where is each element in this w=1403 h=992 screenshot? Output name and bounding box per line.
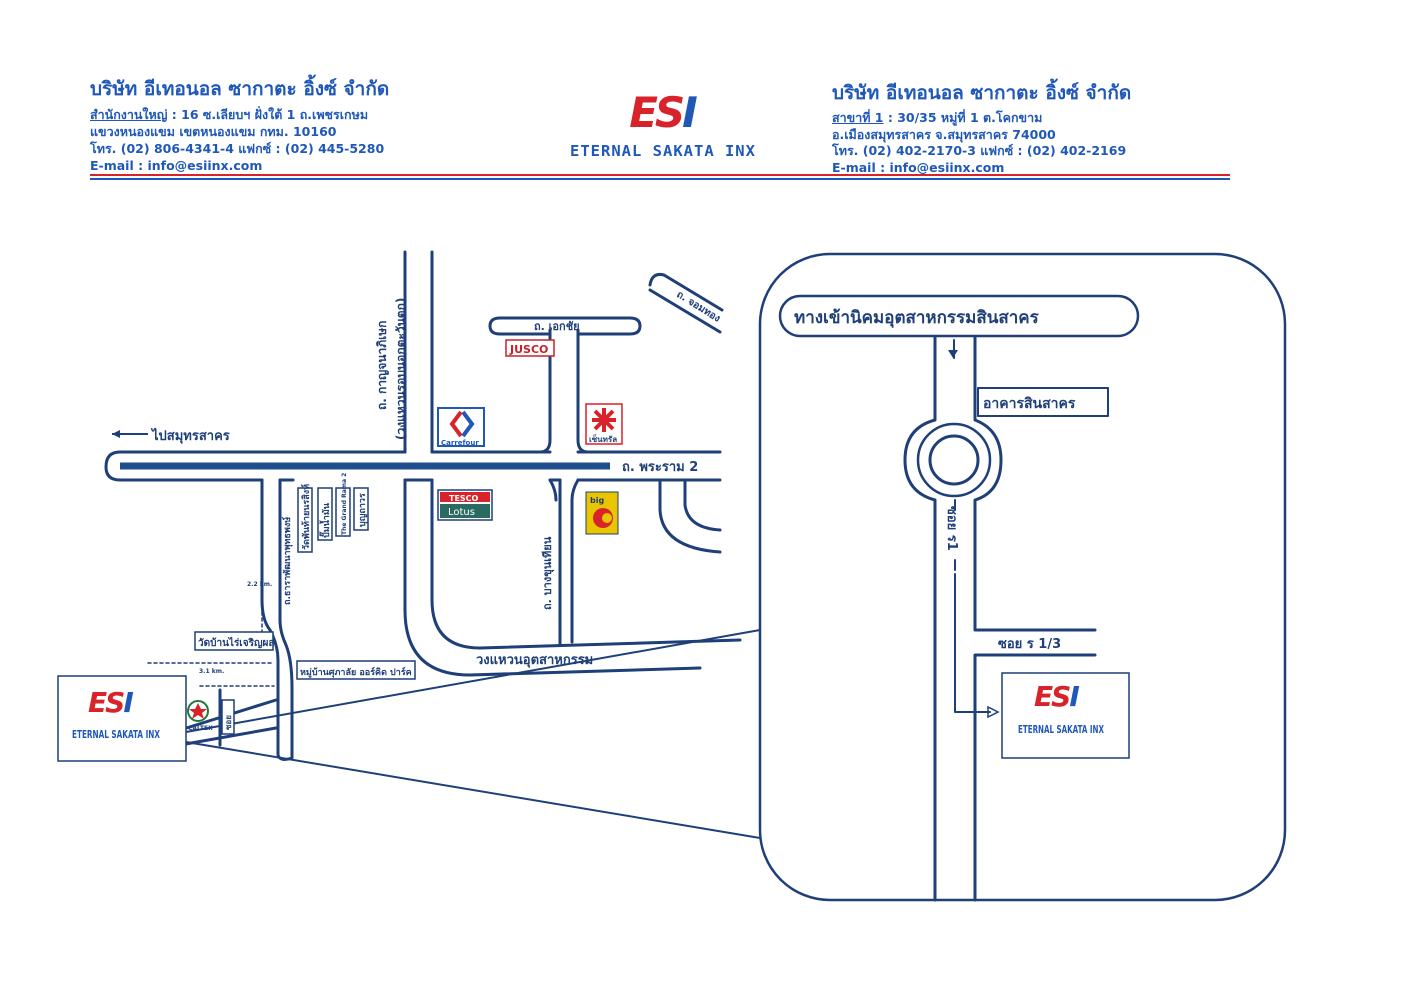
logo-company-text: ETERNAL SAKATA INX — [570, 142, 756, 160]
map-esi-mark: ESI — [88, 686, 133, 719]
inset-entrance-road — [903, 336, 1097, 902]
wat-label-frame — [297, 487, 313, 553]
inset-soi-r1-label: ซอย ร1 — [944, 506, 959, 551]
wat-name-label: วัดพันท้ายนรสิงห์ — [300, 484, 312, 550]
inset-entrance-frame — [778, 294, 1140, 338]
jusco-logo — [505, 339, 555, 357]
lotus-label: Lotus — [448, 507, 475, 518]
wat-soi-road — [260, 478, 294, 761]
header-left: บริษัท อีเทอนอล ซากาตะ อิ้งซ์ จำกัด สำนั… — [90, 74, 389, 174]
grand-rama-label: The Grand Rama 2 — [341, 473, 348, 535]
temple2-label: บุญถาวร — [358, 493, 368, 527]
address-line: อ.เมืองสมุทรสาคร จ.สมุทรสาคร 74000 — [832, 126, 1056, 142]
header-rule-red — [90, 174, 1230, 176]
temple2-frame — [353, 487, 369, 531]
office-label: สำนักงานใหญ่ — [90, 107, 168, 122]
jusco-label: JUSCO — [509, 343, 548, 356]
central-label: เซ็นทรัล — [589, 433, 617, 444]
map-company-box — [57, 675, 187, 762]
soi-small-frame — [221, 699, 235, 735]
industrial-ring-road — [403, 478, 742, 677]
inset-pointer-arrow — [987, 705, 1000, 719]
market-label: ปั๊มน้ำมัน — [319, 502, 332, 538]
to-samut-sakhon-label: ไปสมุทรสาคร — [150, 427, 230, 444]
village-frame — [296, 660, 416, 680]
distance-3-1-label: 3.1 km. — [199, 668, 224, 675]
market-label-frame — [317, 487, 333, 541]
distance-3-1-marker — [147, 662, 275, 687]
soi-r1-centerline — [954, 499, 991, 713]
big-c-label: big — [590, 496, 604, 505]
header-right: บริษัท อีเทอนอล ซากาตะ อิ้งซ์ จำกัด สาขา… — [832, 78, 1131, 176]
phone-line: โทร. (02) 806-4341-4 แฟกซ์ : (02) 445-52… — [90, 141, 385, 156]
industrial-ring-label: วงแหวนอุตสาหกรรม — [476, 653, 593, 668]
company-logo: ESI ETERNAL SAKATA INX — [532, 92, 794, 166]
caltex-label: CALTEX — [188, 725, 213, 732]
email-line[interactable]: E-mail : info@esiinx.com — [90, 158, 263, 173]
inset-logo-name: ETERNAL SAKATA INX — [1018, 723, 1104, 736]
company-name: บริษัท อีเทอนอล ซากาตะ อิ้งซ์ จำกัด — [90, 78, 390, 100]
side-road-curve — [658, 478, 722, 554]
inset-company-box — [1001, 672, 1130, 759]
rama2-road-label: ถ. พระราม 2 — [622, 460, 698, 475]
inset-esi-mark: ESI — [1034, 680, 1079, 713]
company-name: บริษัท อีเทอนอล ซากาตะ อิ้งซ์ จำกัด — [832, 82, 1132, 104]
inset-frame — [758, 252, 1287, 902]
bang-khun-thian-label: ถ. บางขุนเทียน — [541, 536, 555, 610]
bang-khun-thian-road — [538, 328, 590, 647]
wat-rai-frame — [194, 631, 274, 651]
entrance-arrow-head — [948, 350, 958, 358]
outer-ring-label: (วงแหวนรอบนอกตะวันตก) — [394, 298, 408, 440]
map-logo-name: ETERNAL SAKATA INX — [72, 728, 160, 741]
central-star-icon — [592, 408, 616, 432]
tesco-label: TESCO — [449, 494, 479, 503]
soi-small-label: ซอย — [224, 715, 233, 730]
office-address: : 16 ซ.เลียบฯ ฝั่งใต้ 1 ถ.เพชรเกษม — [167, 107, 369, 122]
inset-soi-sub-label: ซอย ร 1/3 — [998, 637, 1061, 652]
inset-entrance-label: ทางเข้านิคมอุตสาหกรรมสินสาคร — [794, 308, 1040, 328]
carrefour-label: Carrefour — [441, 439, 479, 447]
email-line[interactable]: E-mail : info@esiinx.com — [832, 159, 1005, 175]
phone-line: โทร. (02) 402-2170-3 แฟกซ์ : (02) 402-21… — [832, 143, 1127, 158]
ekachai-label: ถ. เอกชัย — [534, 320, 580, 333]
wat-rai-label: วัดบ้านไร่เจริญผล — [198, 636, 274, 649]
chom-thong-road — [648, 273, 724, 334]
inset-building-label: อาคารสินสาคร — [983, 396, 1076, 412]
rama2-road-top-edge — [104, 450, 722, 482]
header-rule-blue — [90, 178, 1230, 180]
branch-address: : 30/35 หมู่ที่ 1 ต.โคกขาม — [883, 110, 1043, 125]
esi-logo-mark: ESI — [629, 88, 698, 137]
distance-2-2-label: 2.2 km. — [247, 581, 272, 588]
wat-road-label: ถ.ธาราพัฒนาพุทธพงษ์ — [281, 517, 293, 605]
kanchanaphisek-road — [403, 250, 434, 500]
ekachai-road — [488, 316, 642, 336]
village-label: หมู่บ้านศุภาลัย ออร์คิด ปาร์ค — [300, 666, 412, 678]
grand-rama-frame — [335, 487, 351, 537]
inset-roundabout — [928, 434, 980, 486]
kanchanaphisek-label: ถ. กาญจนาภิเษก — [375, 321, 389, 410]
address-line: แขวงหนองแขม เขตหนองแขม กทม. 10160 — [90, 124, 337, 139]
inset-building-frame — [977, 387, 1109, 417]
branch-label: สาขาที่ 1 — [832, 110, 884, 125]
zoom-connector — [185, 629, 761, 839]
